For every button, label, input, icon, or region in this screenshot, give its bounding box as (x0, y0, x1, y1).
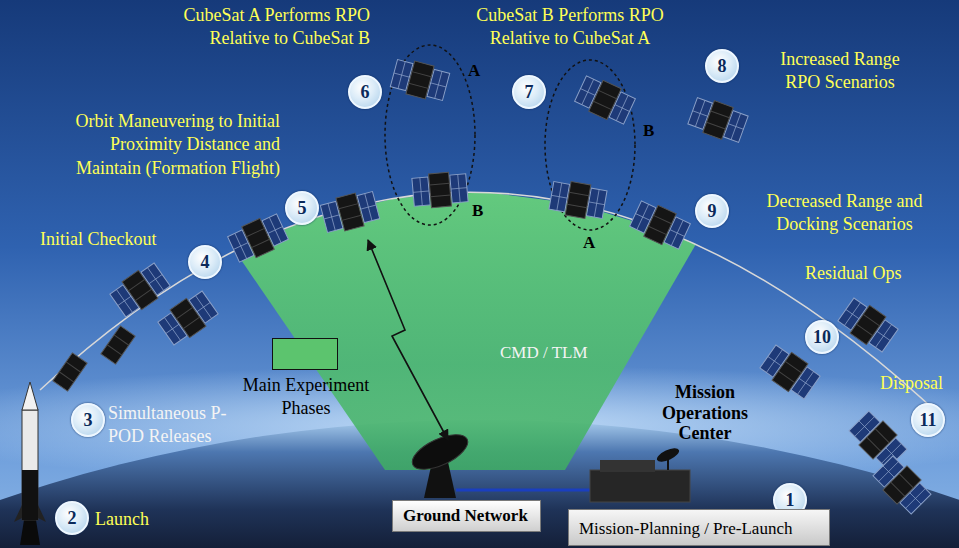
cubesat (548, 179, 607, 222)
building (590, 470, 690, 502)
cubesat (226, 211, 289, 265)
rocket-stage (22, 470, 38, 520)
step-circle: 11 (911, 403, 945, 437)
mission-planning-box: Mission-Planning / Pre-Launch (568, 509, 830, 546)
callout-number: 8 (718, 57, 727, 75)
command-link-arrow (368, 240, 448, 440)
step-circle: 5 (285, 191, 319, 225)
phase-label: Residual Ops (805, 262, 902, 285)
cubesat (836, 296, 900, 355)
link-label: CMD / TLM (500, 342, 588, 364)
callout-number: 1 (786, 491, 795, 509)
callout-number: 5 (298, 199, 307, 217)
phase-label: CubeSat B Performs RPO Relative to CubeS… (445, 4, 695, 51)
callout-number: 11 (919, 411, 936, 429)
step-circle: 4 (188, 245, 222, 279)
node-text: Mission-Planning / Pre-Launch (579, 519, 817, 539)
step-circle: 6 (348, 75, 382, 109)
rocket-body (22, 410, 38, 520)
cubesat (871, 454, 933, 516)
ground-link (456, 489, 590, 492)
satellite-letter: A (468, 60, 480, 82)
rocket-fin (14, 505, 22, 522)
building-roof (600, 460, 655, 472)
cubesat (390, 57, 451, 104)
rpo-ellipse (385, 45, 475, 225)
phase-label: Increased Range RPO Scenarios (765, 48, 915, 95)
rocket-nose (22, 382, 38, 410)
callout-number: 10 (813, 328, 831, 346)
phase-label: Decreased Range and Docking Scenarios (742, 190, 947, 237)
step-circle: 3 (71, 403, 105, 437)
cubesat (687, 95, 749, 145)
legend-swatch (272, 338, 338, 370)
phase-label: Simultaneous P-POD Releases (108, 402, 238, 449)
cubesat (108, 261, 172, 320)
step-circle: 7 (512, 75, 546, 109)
callout-number: 4 (201, 253, 210, 271)
callout-number: 9 (708, 202, 717, 220)
cubesat (320, 189, 381, 236)
legend-text: Main Experiment Phases (236, 374, 376, 421)
rocket-exhaust (20, 520, 40, 545)
callout-number: 7 (525, 83, 534, 101)
building-dish (655, 445, 681, 464)
cubesat (101, 326, 135, 364)
antenna-dish (407, 428, 472, 477)
phase-label: CubeSat A Performs RPO Relative to CubeS… (120, 4, 370, 51)
facility-label: Mission Operations Center (650, 382, 760, 444)
step-circle: 8 (705, 49, 739, 83)
phase-label: Initial Checkout (40, 228, 156, 251)
step-circle: 10 (805, 320, 839, 354)
ground-network-box: Ground Network (392, 500, 541, 532)
rocket-fin (38, 505, 46, 522)
callout-number: 2 (68, 509, 77, 527)
cubesat (156, 289, 220, 348)
cubesat (847, 409, 909, 471)
experiment-cone (235, 192, 696, 470)
satellite-letter: A (583, 232, 595, 254)
cubesat (412, 171, 469, 210)
phase-label: Orbit Maneuvering to Initial Proximity D… (60, 110, 280, 180)
phase-label: Disposal (880, 372, 943, 395)
node-text: Ground Network (403, 506, 530, 526)
step-circle: 9 (695, 194, 729, 228)
cubesat (573, 73, 636, 127)
cubesat (628, 198, 691, 252)
callout-number: 6 (361, 83, 370, 101)
step-circle: 2 (55, 501, 89, 535)
cubesat (53, 353, 87, 391)
satellite-letter: B (472, 200, 483, 222)
satellite-letter: B (643, 120, 654, 142)
callout-number: 3 (84, 411, 93, 429)
phase-label: Launch (95, 508, 149, 531)
